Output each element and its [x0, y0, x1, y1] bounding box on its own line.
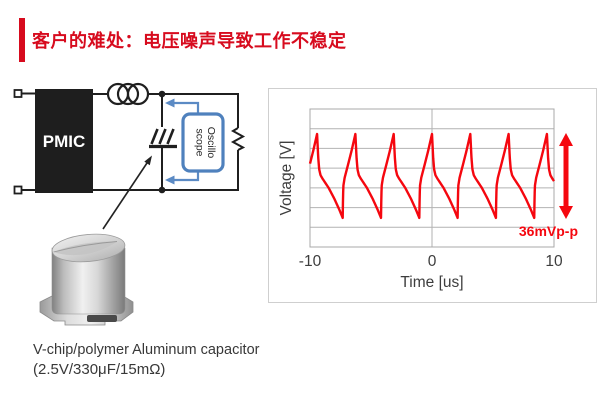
terminal-icon — [13, 185, 23, 195]
pmic-label: PMIC — [43, 132, 86, 151]
pmic-block — [35, 89, 93, 193]
page-title: 客户的难处：电压噪声导致工作不稳定 — [32, 31, 347, 51]
circuit-wires — [93, 93, 239, 191]
title-accent-bar — [19, 18, 25, 62]
oscilloscope-box — [181, 112, 225, 173]
oscilloscope-chart-panel: Voltage [V] -10 0 10 Time [us] 36mVp-p — [268, 88, 597, 303]
x-tick-label: 0 — [428, 253, 437, 270]
junction-dot — [158, 186, 166, 194]
probe-arrowhead-icon — [165, 98, 175, 108]
peak-to-peak-arrow-icon — [559, 133, 573, 219]
capacitor-caption-line1: V-chip/polymer Aluminum capacitor — [33, 342, 260, 358]
capacitor-caption-line2: (2.5V/330μF/15mΩ) — [33, 361, 166, 378]
ripple-chart: Voltage [V] -10 0 10 Time [us] 36mVp-p — [278, 108, 578, 291]
probe-arrows — [165, 98, 200, 185]
probe-arrowhead-icon — [165, 175, 175, 185]
y-axis-label: Voltage [V] — [278, 141, 295, 216]
x-axis-label: Time [us] — [400, 274, 463, 291]
x-tick-label: 10 — [545, 253, 563, 270]
waveform-line — [308, 132, 556, 220]
capacitor-body — [51, 233, 126, 315]
circuit-diagram: PMIC Oscilloscope — [13, 82, 246, 230]
terminal-stub-wires — [21, 92, 35, 191]
polymer-capacitor-symbol — [149, 128, 177, 149]
junction-dot — [158, 90, 166, 98]
peak-to-peak-label: 36mVp-p — [519, 223, 578, 239]
chart-grid — [309, 108, 555, 248]
inductor-icon — [106, 82, 150, 106]
oscilloscope-label: Oscilloscope — [194, 127, 218, 159]
terminal-icon — [13, 89, 23, 98]
capacitor-photo — [39, 233, 134, 326]
capacitor-caption: V-chip/polymer Aluminum capacitor (2.5V/… — [33, 341, 259, 379]
plot-border — [309, 108, 555, 248]
resistor-icon — [230, 127, 246, 151]
capacitor-top-cut — [53, 241, 117, 256]
x-tick-labels: -10 0 10 — [299, 253, 563, 270]
x-tick-label: -10 — [299, 253, 322, 270]
callout-arrow-icon — [102, 155, 152, 230]
